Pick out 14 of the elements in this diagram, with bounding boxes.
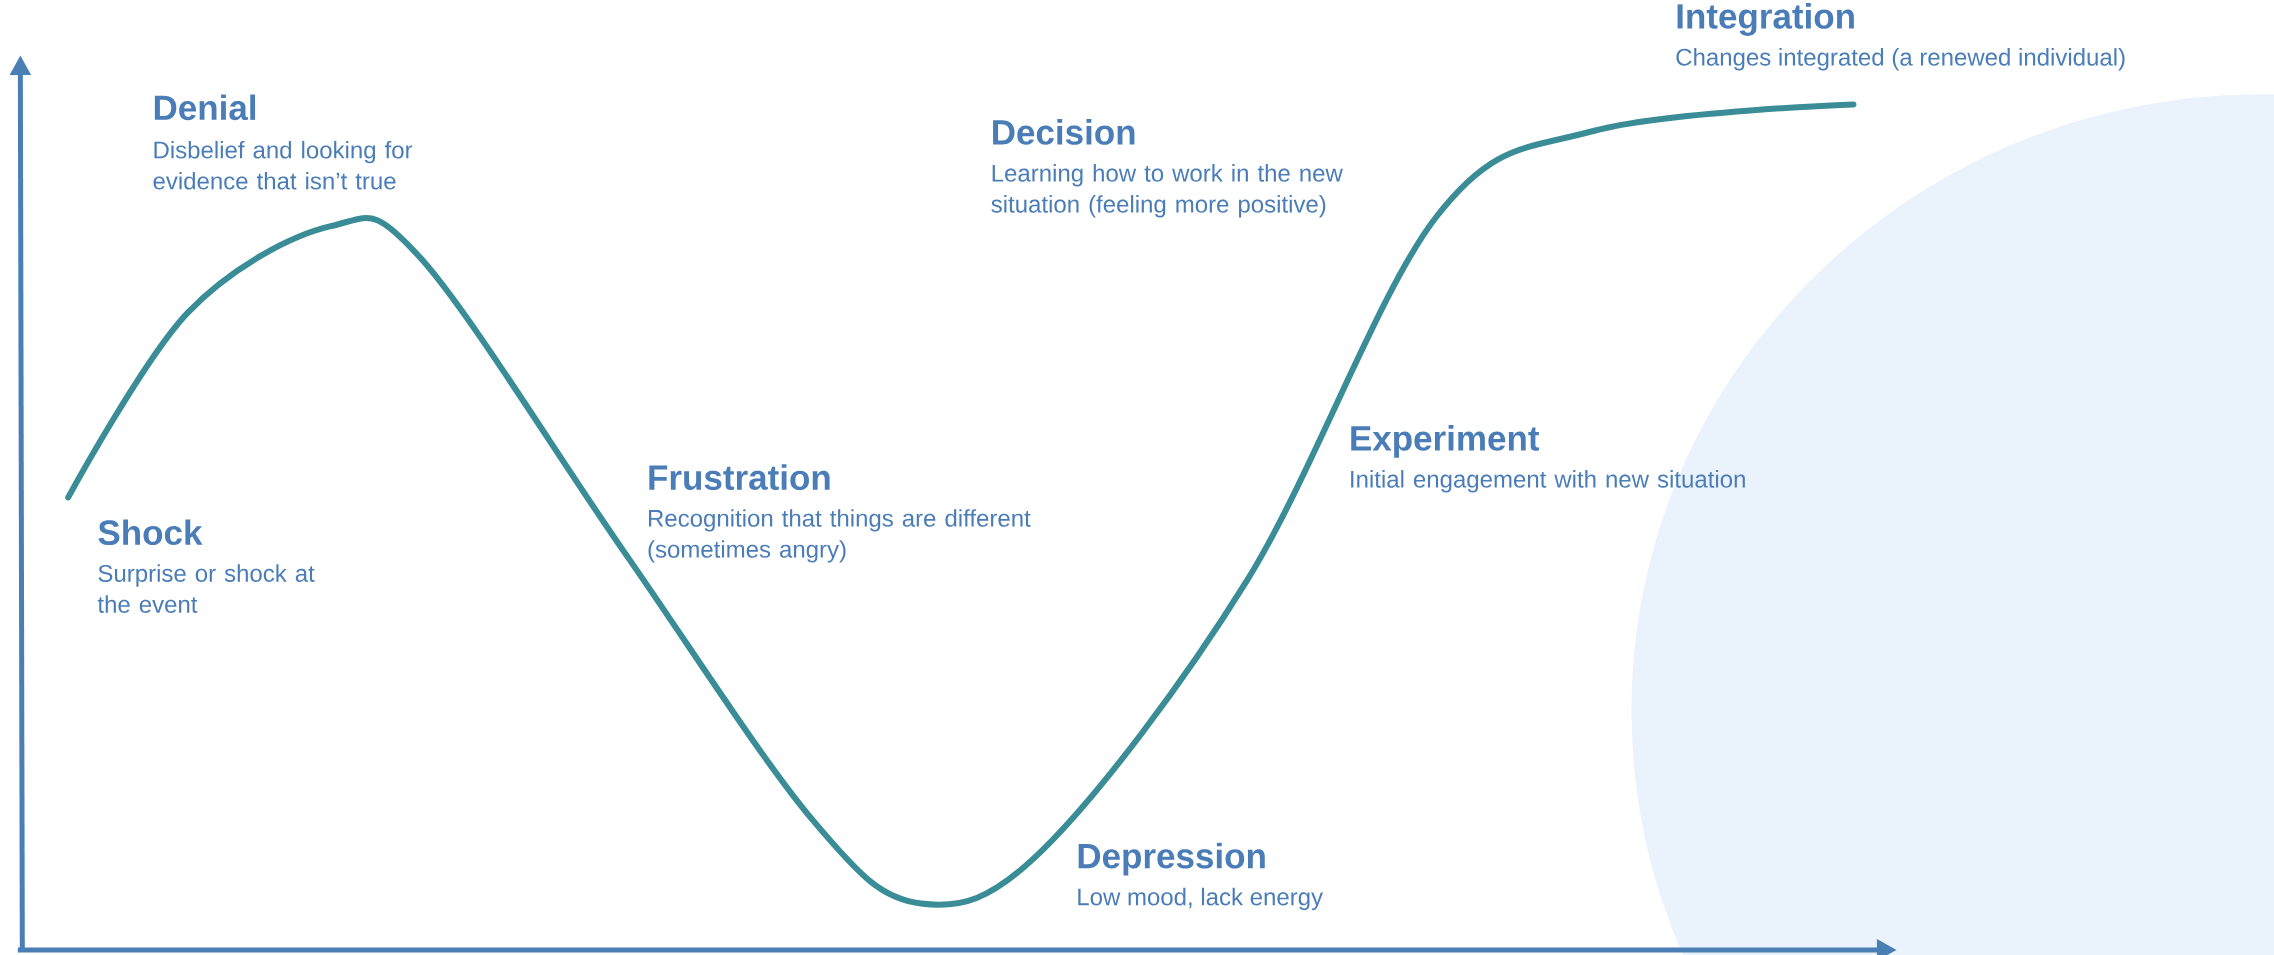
stage-description: Surprise or shock at the event: [97, 564, 315, 613]
stage-description: Recognition that things are different (sometimes angry): [648, 509, 1031, 563]
stage-heading: Depression: [1078, 842, 1265, 876]
stage-heading: Experiment: [1351, 425, 1540, 458]
stage-heading: Denial: [154, 94, 256, 121]
stage-description: Learning how to work in the new situation (feeling more positive): [991, 164, 1343, 218]
stage-description: Low mood, lack energy: [1078, 887, 1323, 911]
stage-heading: Integration: [1677, 3, 1854, 36]
stage-description: Disbelief and looking for evidence that isn’t true: [153, 140, 413, 190]
stage-heading: Frustration: [649, 464, 830, 490]
stage-description: Initial engagement with new situation: [1351, 470, 1745, 493]
stage-heading: Decision: [993, 119, 1135, 145]
stage-description: Changes integrated (a renewed individual): [1676, 48, 2125, 71]
stage-heading: Shock: [98, 519, 203, 546]
